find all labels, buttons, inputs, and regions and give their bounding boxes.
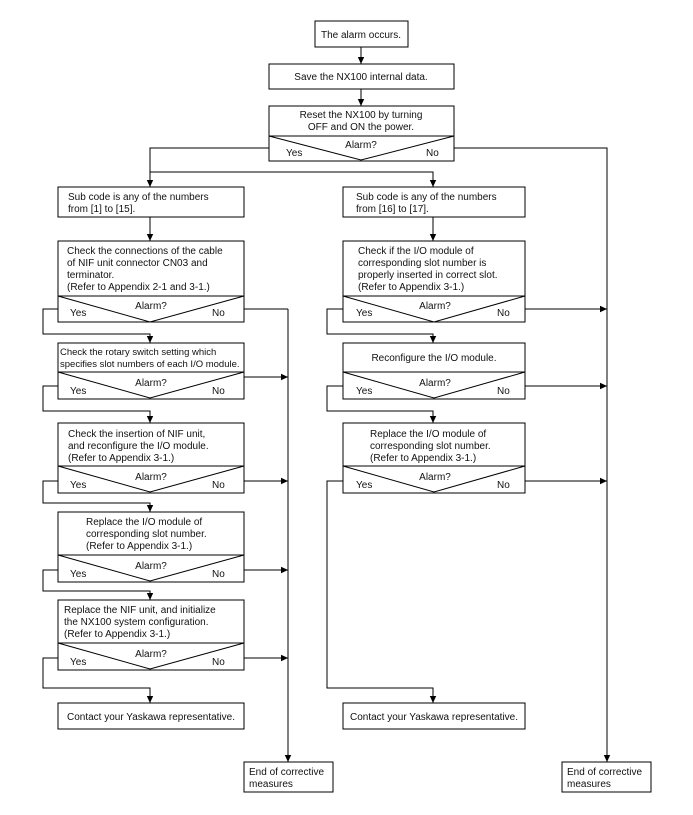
left-step4-box [57,511,245,583]
save-data-label: Save the NX100 internal data. [294,72,427,83]
left-end-1: End of corrective [249,767,324,778]
left-step1-box [57,240,245,323]
l5-line-1: Replace the NIF unit, and initialize [64,605,216,616]
left-subcode-box [57,186,245,218]
l5-line-3: (Refer to Appendix 3-1.) [64,629,170,640]
reset-label-2: OFF and ON the power. [308,122,414,133]
l4-question: Alarm? [135,561,167,572]
l3-yes-arrow [42,480,154,512]
r1-question: Alarm? [419,301,451,312]
l3-line-1: Check the insertion of NIF unit, [68,429,205,440]
l2-line-2: specifies slot numbers of each I/O modul… [60,359,240,370]
l1-no: No [212,308,225,319]
l2-yes-arrow [42,385,154,423]
r1-line-3: properly inserted in correct slot. [358,270,498,281]
l4-no: No [212,569,225,580]
l4-yes-arrow [42,569,154,600]
l1-yes-arrow [42,308,154,343]
start-box [314,20,409,48]
l4-line-1: Replace the I/O module of [86,517,202,528]
right-end-box [561,761,652,793]
l1-question: Alarm? [135,301,167,312]
l1-yes: Yes [70,308,86,319]
r3-question: Alarm? [419,472,451,483]
r1-line-4: (Refer to Appendix 3-1.) [358,282,464,293]
left-end-box [243,761,334,793]
start-label: The alarm occurs. [321,30,401,41]
right-step2-box [342,342,526,400]
l3-yes: Yes [70,480,86,491]
l2-yes: Yes [70,386,86,397]
right-contact-label: Contact your Yaskawa representative. [350,712,518,723]
left-contact-box [57,702,245,730]
reset-label-1: Reset the NX100 by turning [300,110,423,121]
right-contact-box [342,702,526,730]
l4-line-2: corresponding slot number. [86,529,207,540]
r2-no: No [497,386,510,397]
l3-line-3: (Refer to Appendix 3-1.) [68,453,174,464]
r2-label: Reconfigure the I/O module. [371,353,496,364]
r3-line-2: corresponding slot number. [370,441,491,452]
left-subcode-2: from [1] to [15]. [68,204,135,215]
r3-line-1: Replace the I/O module of [370,429,486,440]
l2-line-1: Check the rotary switch setting which [60,347,216,358]
left-subcode-1: Sub code is any of the numbers [68,192,209,203]
r3-no: No [497,480,510,491]
l1-line-3: terminator. [67,270,114,281]
l3-line-2: and reconfigure the I/O module. [68,441,209,452]
r1-no: No [497,308,510,319]
l2-no: No [212,386,225,397]
left-step5-box [57,599,245,671]
l5-question: Alarm? [135,649,167,660]
r3-yes-arrow [326,480,437,703]
r1-yes-arrow [326,308,437,343]
left-step3-box [57,422,245,494]
no-line-top [454,147,611,762]
yes-line-top [149,147,269,172]
l1-line-2: of NIF unit connector CN03 and [67,258,208,269]
decision-no: No [426,148,439,159]
l5-yes-arrow [42,657,154,703]
r2-question: Alarm? [419,378,451,389]
l1-line-4: (Refer to Appendix 2-1 and 3-1.) [67,282,210,293]
right-subcode-2: from [16] to [17]. [356,204,429,215]
right-end-1: End of corrective [567,767,642,778]
l3-question: Alarm? [135,472,167,483]
r2-yes-arrow [326,385,437,423]
l5-yes: Yes [70,657,86,668]
right-step1-box [342,240,526,323]
arrow-to-right-sub [150,171,437,187]
r1-line-2: corresponding slot number is [358,258,486,269]
decision-yes: Yes [286,148,302,159]
decision-question: Alarm? [345,140,377,151]
l4-yes: Yes [70,569,86,580]
l3-no: No [212,480,225,491]
save-data-box [268,63,455,90]
right-subcode-1: Sub code is any of the numbers [356,192,497,203]
left-end-2: measures [249,779,293,790]
r3-yes: Yes [356,480,372,491]
r2-yes: Yes [356,386,372,397]
l2-question: Alarm? [135,378,167,389]
right-subcode-box [342,186,526,218]
r1-yes: Yes [356,308,372,319]
left-contact-label: Contact your Yaskawa representative. [67,712,235,723]
reset-decision-box [268,105,455,162]
r1-line-1: Check if the I/O module of [358,246,474,257]
right-step3-box [342,422,526,494]
r3-line-3: (Refer to Appendix 3-1.) [370,453,476,464]
l4-line-3: (Refer to Appendix 3-1.) [86,541,192,552]
right-end-2: measures [567,779,611,790]
l5-line-2: the NX100 system configuration. [64,617,209,628]
left-step2-box [57,342,245,400]
l5-no: No [212,657,225,668]
l1-line-1: Check the connections of the cable [67,246,223,257]
